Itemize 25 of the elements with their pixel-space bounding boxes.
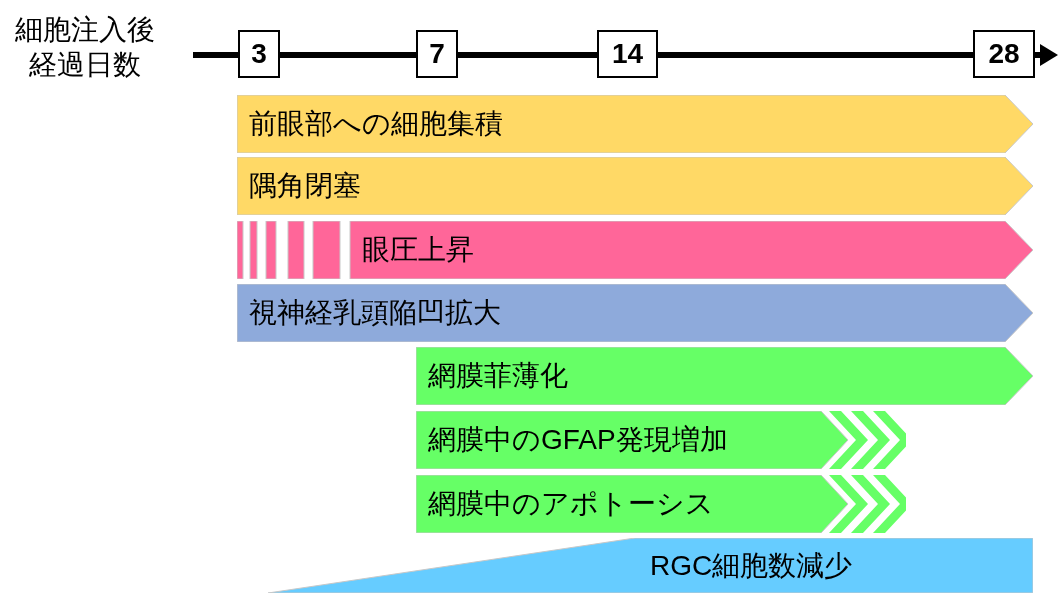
- day-number: 14: [611, 40, 644, 68]
- day-marker: [416, 30, 458, 78]
- day-marker: [238, 30, 280, 78]
- bar-label: RGC細胞数減少: [650, 551, 853, 580]
- chevron-arrow-bar: [416, 475, 906, 533]
- bar-label: 隅角閉塞: [249, 172, 361, 200]
- day-number: 7: [429, 40, 445, 68]
- bar-label: 眼圧上昇: [362, 236, 474, 264]
- axis-title: 細胞注入後経過日数: [14, 13, 156, 82]
- bar-label: 前眼部への細胞集積: [249, 110, 503, 138]
- day-marker: [597, 30, 658, 78]
- wedge-shape: [268, 538, 1033, 593]
- arrow-bar: [237, 95, 1033, 153]
- arrow-bar: [237, 157, 1033, 215]
- arrow-bar: [416, 347, 1033, 405]
- day-marker: [973, 30, 1035, 78]
- arrow-bar: [237, 284, 1033, 342]
- bar-label: 網膜中のGFAP発現増加: [428, 426, 728, 454]
- striped-arrow-bar: [237, 221, 1033, 279]
- bar-label: 網膜中のアポトーシス: [428, 490, 714, 518]
- day-number: 28: [988, 40, 1020, 68]
- day-number: 3: [251, 40, 267, 68]
- chevron-arrow-bar: [416, 411, 906, 469]
- bar-label: 視神経乳頭陥凹拡大: [249, 299, 501, 327]
- bar-label: 網膜菲薄化: [428, 362, 568, 390]
